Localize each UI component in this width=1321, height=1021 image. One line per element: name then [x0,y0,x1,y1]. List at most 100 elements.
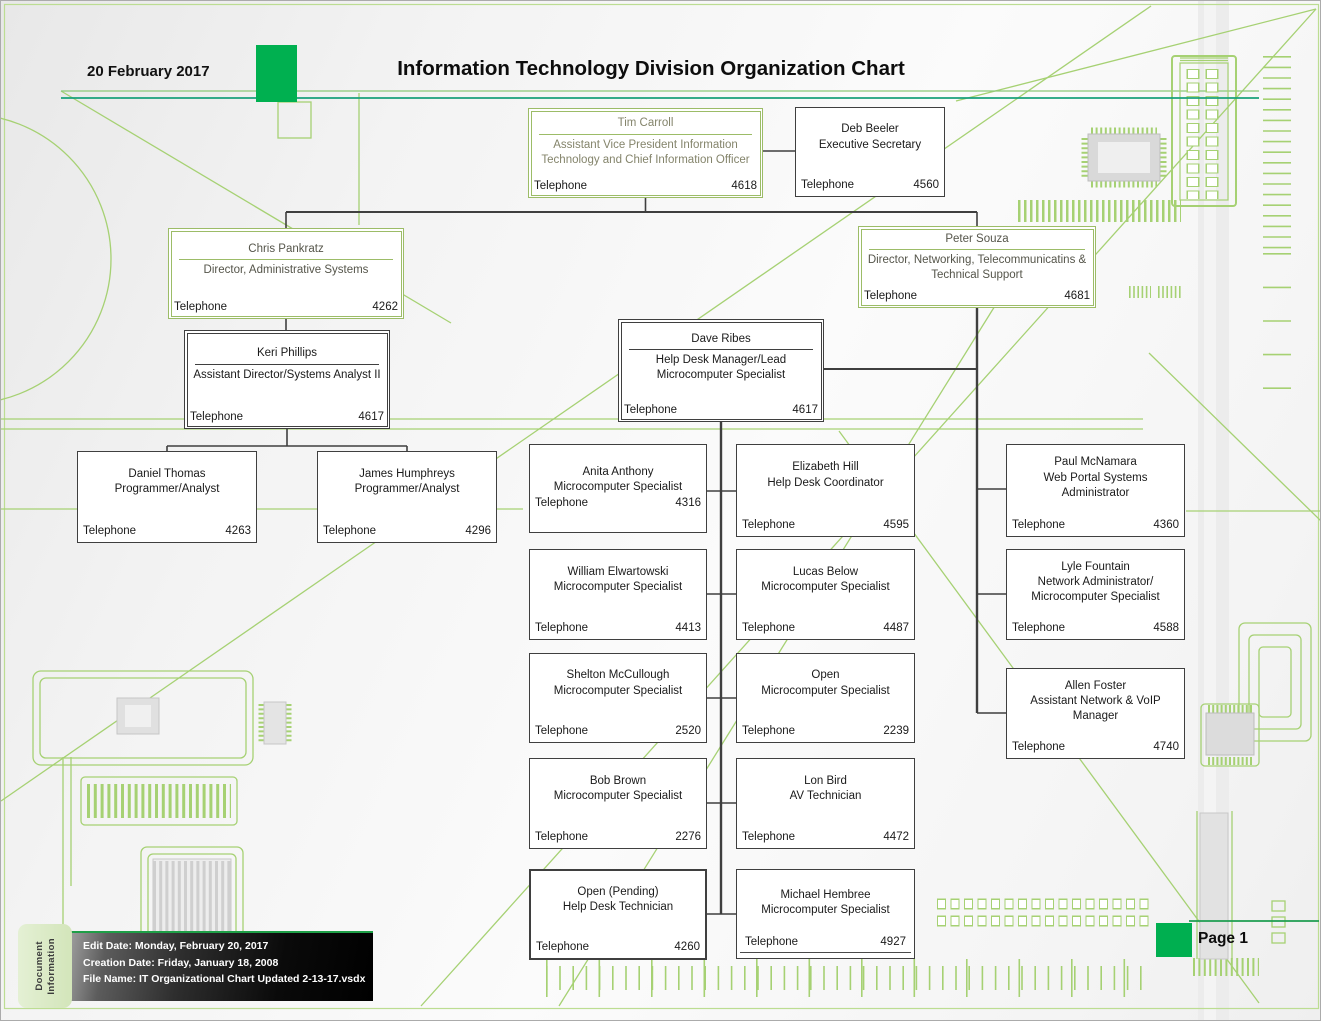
telephone-extension: 4927 [880,935,906,948]
document-information-panel: Edit Date: Monday, February 20, 2017 Cre… [63,931,373,1001]
org-node-lucas-below: Lucas Below Microcomputer Specialist Tel… [736,549,915,640]
telephone-extension: 4740 [1153,740,1179,753]
telephone-extension: 4595 [883,518,909,531]
person-title: AV Technician [789,790,862,802]
telephone-label: Telephone [801,178,855,191]
telephone-extension: 4316 [675,497,701,510]
telephone-extension: 4560 [913,178,939,191]
telephone-extension: 2239 [883,724,909,737]
telephone-extension: 2276 [675,830,701,843]
org-node-dave-ribes: Dave Ribes Help Desk Manager/Lead Microc… [618,319,824,422]
telephone-extension: 4681 [1064,289,1090,302]
person-title: Microcomputer Specialist [553,790,683,802]
person-name: Open (Pending) [577,886,659,899]
org-node-bob-brown: Bob Brown Microcomputer Specialist Telep… [529,758,707,849]
edit-date: Edit Date: Monday, February 20, 2017 [83,940,269,952]
person-name: Anita Anthony [582,465,654,478]
telephone-extension: 4487 [883,621,909,634]
person-title: Assistant Network & VoIP Manager [1030,694,1161,723]
person-name: Chris Pankratz [179,242,393,260]
telephone-label: Telephone [742,724,796,737]
person-title: Microcomputer Specialist [761,684,890,697]
page-number-label: Page 1 [1198,930,1248,947]
person-title: Microcomputer Specialist [761,904,890,917]
person-name: Lucas Below [792,565,859,578]
person-name: Michael Hembree [780,889,871,902]
person-title: Executive Secretary [818,138,922,151]
person-title: Help Desk Coordinator [767,476,884,489]
org-node-james-humphreys: James Humphreys Programmer/Analyst Telep… [317,451,497,543]
telephone-label: Telephone [742,830,796,843]
person-name: William Elwartowski [567,565,669,578]
telephone-extension: 4413 [675,621,701,634]
telephone-label: Telephone [83,524,137,537]
telephone-label: Telephone [535,830,589,843]
org-node-elizabeth-hill: Elizabeth Hill Help Desk Coordinator Tel… [736,444,915,537]
person-name: Dave Ribes [629,332,813,350]
creation-date: Creation Date: Friday, January 18, 2008 [83,956,279,969]
telephone-extension: 4617 [358,410,384,423]
telephone-label: Telephone [323,524,377,537]
person-name: Lyle Fountain [1061,560,1130,573]
person-title: Programmer/Analyst [114,483,220,496]
org-node-open-pending-help-desk-technician: Open (Pending) Help Desk Technician Tele… [529,869,707,960]
telephone-extension: 4296 [465,524,491,537]
person-title: Director, Networking, Telecommunicatins … [867,253,1087,282]
telephone-extension: 4263 [225,524,251,537]
telephone-extension: 2520 [675,724,701,737]
person-title: Microcomputer Specialist [553,684,683,697]
person-name: Bob Brown [589,774,647,787]
green-accent-square [256,45,297,102]
telephone-extension: 4472 [883,830,909,843]
telephone-label: Telephone [1012,518,1066,531]
telephone-extension: 4262 [372,300,398,313]
telephone-label: Telephone [745,935,799,948]
telephone-extension: 4260 [674,940,700,953]
person-title: Network Administrator/ Microcomputer Spe… [1031,575,1160,604]
telephone-label: Telephone [536,940,590,953]
person-name: Keri Phillips [195,346,379,365]
org-connectors [166,150,1006,915]
person-title: Web Portal Systems Administrator [1043,471,1148,499]
person-name: Shelton McCullough [566,669,670,682]
telephone-label: Telephone [742,518,796,531]
person-title: Assistant Vice President Information Tec… [541,138,750,166]
file-name: File Name: IT Organizational Chart Updat… [83,973,366,985]
telephone-label: Telephone [174,300,228,313]
person-name: Lon Bird [804,774,847,787]
telephone-label: Telephone [742,621,796,634]
org-node-lon-bird: Lon Bird AV Technician Telephone 4472 [736,758,915,849]
telephone-label: Telephone [534,179,588,192]
telephone-label: Telephone [535,724,589,737]
person-title: Microcomputer Specialist [553,480,683,493]
person-title: Programmer/Analyst [354,483,460,496]
document-information-tab: Document Information [18,924,72,1008]
org-node-open-microcomputer-specialist: Open Microcomputer Specialist Telephone … [736,653,915,743]
org-node-michael-hembree: Michael Hembree Microcomputer Specialist… [736,869,915,959]
telephone-label: Telephone [1012,740,1066,753]
org-node-allen-foster: Allen Foster Assistant Network & VoIP Ma… [1006,668,1185,759]
org-node-chris-pankratz: Chris Pankratz Director, Administrative … [168,228,404,319]
document-information-label-line2: Information [45,937,57,995]
telephone-extension: 4618 [731,179,757,192]
person-title: Help Desk Manager/Lead Microcomputer Spe… [655,353,787,382]
telephone-label: Telephone [535,497,589,510]
person-title: Director, Administrative Systems [203,264,369,276]
telephone-label: Telephone [864,289,918,302]
person-title: Help Desk Technician [562,901,674,914]
telephone-extension: 4360 [1153,518,1179,531]
page-marker-square [1156,923,1192,957]
person-name: Allen Foster [1064,679,1127,692]
person-name: Tim Carroll [539,116,752,135]
org-node-shelton-mccullough: Shelton McCullough Microcomputer Special… [529,653,707,743]
person-name: Paul McNamara [1054,456,1137,469]
chart-date: 20 February 2017 [87,63,210,80]
org-node-paul-mcnamara: Paul McNamara Web Portal Systems Adminis… [1006,444,1185,537]
person-title: Microcomputer Specialist [761,581,890,593]
telephone-label: Telephone [535,621,589,634]
person-name: Elizabeth Hill [792,461,859,474]
person-name: Peter Souza [869,232,1085,250]
person-name: Open [811,669,840,682]
page-title: Information Technology Division Organiza… [397,57,905,80]
org-node-peter-souza: Peter Souza Director, Networking, Teleco… [858,226,1096,308]
